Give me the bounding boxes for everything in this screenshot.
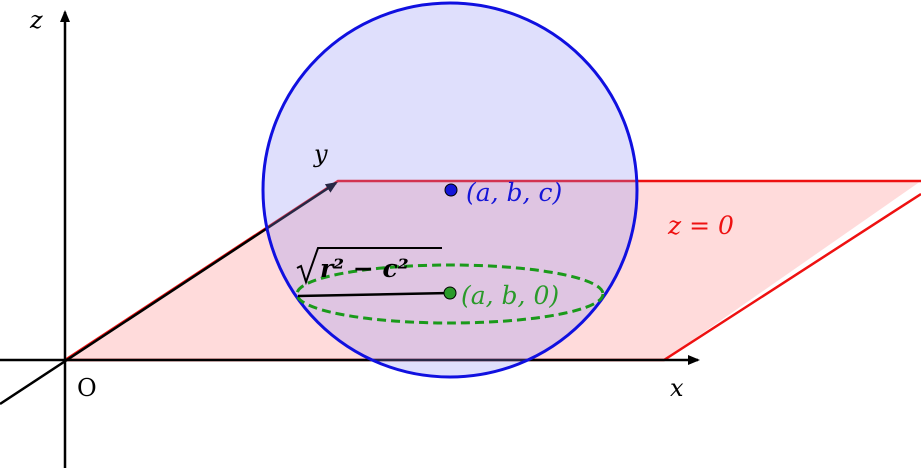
plane-label: z = 0 (667, 211, 734, 240)
z-axis-label: z (29, 6, 43, 34)
center-point (444, 183, 458, 197)
projection-label: (a, b, 0) (461, 281, 559, 310)
origin-label: O (77, 374, 97, 402)
x-axis-label: x (670, 374, 684, 402)
projection-point (443, 286, 457, 300)
radius-expression-label: r² − c² (320, 254, 409, 283)
y-axis-label: y (313, 140, 328, 168)
plane-z0 (65, 181, 921, 360)
sqrt-sign-icon (296, 247, 442, 286)
section-radius-segment (297, 291, 451, 298)
cross-section-circle (295, 263, 605, 325)
y-axis (0, 181, 338, 406)
center-label: (a, b, c) (466, 178, 562, 207)
